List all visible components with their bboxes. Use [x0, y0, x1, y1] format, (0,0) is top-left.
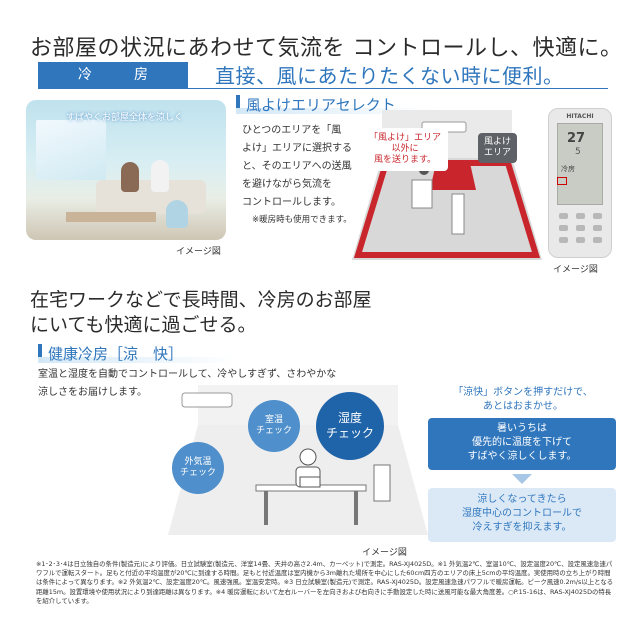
section2-headline: 在宅ワークなどで長時間、冷房のお部屋 にいても快適に過ごせる。: [30, 288, 372, 338]
room-photo: すばやくお部屋全体を涼しく: [26, 100, 226, 240]
humidity-check-line: チェック: [325, 426, 374, 440]
cool-phase-line: 涼しくなってきたら: [477, 494, 567, 505]
remote-button: [559, 237, 568, 243]
desk-leg: [264, 491, 268, 525]
chair: [373, 464, 391, 502]
ryoukai-heading: 「涼快」ボタンを押すだけで、 あとはおまかせ。: [428, 386, 618, 414]
section2-headline-line: にいても快適に過ごせる。: [30, 314, 257, 336]
feature1-body: ひとつのエリアを「風 よけ」エリアに選択する と、そのエリアへの送風 を避けなが…: [242, 122, 352, 212]
feature1-body-line: と、そのエリアへの送風: [242, 161, 352, 172]
humidity-check-circle: 湿度 チェック: [316, 392, 384, 460]
feature2-bar: [38, 344, 42, 362]
feature2-body: 室温と湿度を自動でコントロールして、冷やしすぎず、さわやかな 涼しさをお届けしま…: [38, 366, 428, 402]
cool-phase-line: 冷えすぎを抑えます。: [472, 522, 572, 533]
photo-caption: すばやくお部屋全体を涼しく: [66, 113, 184, 123]
page-headline: お部屋の状況にあわせて気流を コントロールし、快適に。: [30, 36, 623, 61]
hot-phase-line: 暑いうちは: [497, 423, 547, 434]
zone-callout: 「風よけ」エリア 以外に 風を送ります。: [362, 128, 449, 171]
photo-table: [66, 212, 156, 222]
photo-window: [36, 120, 106, 180]
remote-button: [559, 213, 568, 219]
feature2-underline: [38, 357, 238, 363]
remote-mode: 冷房: [561, 165, 575, 173]
remote-button: [593, 225, 602, 231]
diagram1-image-note: イメージ図: [553, 265, 598, 275]
ryoukai-heading-line: 「涼快」ボタンを押すだけで、: [453, 387, 593, 398]
diagram2-image-note: イメージ図: [362, 548, 407, 558]
airflow-zone-outline: [353, 160, 541, 258]
room-temp-check-circle: 室温 チェック: [248, 400, 300, 452]
footnote: ※1･2･3･4は日立独自の条件(製造元)により評価。日立試験室(製造元、洋室1…: [36, 560, 614, 605]
photo-person: [151, 160, 169, 192]
remote-screen: [557, 123, 603, 205]
air-conditioner-unit: [181, 392, 233, 408]
feature1-underline: [236, 108, 436, 114]
wind-avoid-callout-line: エリア: [484, 148, 512, 158]
feature1-title: 風よけエリアセレクト: [246, 96, 396, 114]
remote-brand: HITACHI: [566, 113, 594, 120]
zone-callout-line: 「風よけ」エリア: [369, 133, 442, 143]
remote-temperature-small: 5: [575, 147, 581, 157]
room-floor: [352, 158, 542, 260]
humidity-check-line: 湿度: [337, 411, 362, 425]
feature2-title: 健康冷房［涼 快］: [48, 345, 184, 363]
feature1-note: ※暖房時も使用できます。: [252, 215, 352, 225]
cool-phase-line: 湿度中心のコントロールで: [462, 508, 582, 519]
remote-button: [576, 225, 585, 231]
remote-button: [559, 225, 568, 231]
remote-zone-indicator: [557, 177, 567, 185]
section-divider: [38, 88, 608, 89]
feature1-body-line: よけ」エリアに選択する: [242, 143, 352, 154]
outdoor-temp-check-circle: 外気温 チェック: [172, 442, 224, 494]
ryoukai-heading-line: あとはおまかせ。: [483, 401, 563, 412]
feature1-bar: [236, 95, 240, 113]
remote-temperature: 27: [567, 131, 586, 146]
room-temp-check-line: チェック: [255, 426, 292, 436]
outdoor-temp-check-line: 外気温: [184, 457, 212, 467]
photo-child: [166, 200, 188, 228]
photo-image-note: イメージ図: [176, 247, 221, 257]
wind-avoid-callout: 風よけ エリア: [478, 133, 518, 163]
wind-avoid-callout-line: 風よけ: [484, 137, 512, 147]
zone-callout-line: 以外に: [391, 144, 419, 154]
remote-button: [593, 213, 602, 219]
section2-headline-line: 在宅ワークなどで長時間、冷房のお部屋: [30, 289, 372, 311]
remote-button: [576, 213, 585, 219]
cool-phase-box: 涼しくなってきたら 湿度中心のコントロールで 冷えすぎを抑えます。: [428, 488, 616, 542]
arrow-down-icon: [512, 474, 532, 484]
zone-callout-line: 風を送ります。: [373, 155, 437, 165]
feature2-body-line: 涼しさをお届けします。: [38, 387, 147, 398]
outdoor-temp-check-line: チェック: [179, 468, 216, 478]
remote-button: [576, 237, 585, 243]
feature1-body-line: ひとつのエリアを「風: [242, 125, 342, 136]
person-head: [299, 448, 317, 466]
laptop: [299, 476, 321, 488]
feature1-body-line: コントロールします。: [242, 197, 341, 208]
hot-phase-line: すばやく涼しくします。: [467, 451, 577, 462]
feature1-body-line: を避けながら気流を: [242, 179, 332, 190]
hot-phase-box: 暑いうちは 優先的に温度を下げて すばやく涼しくします。: [428, 418, 616, 470]
dining-table: [451, 193, 465, 235]
mode-badge-cooling: 冷 房: [38, 62, 188, 88]
room-temp-check-line: 室温: [264, 415, 283, 425]
hot-phase-line: 優先的に温度を下げて: [472, 437, 572, 448]
remote-control: HITACHI 27 5 冷房: [548, 108, 612, 258]
feature2-body-line: 室温と湿度を自動でコントロールして、冷やしすぎず、さわやかな: [38, 369, 337, 380]
sub-headline: 直接、風にあたりたくない時に便利。: [215, 64, 564, 88]
desk-leg: [354, 491, 358, 525]
photo-person: [121, 162, 139, 192]
remote-button: [593, 237, 602, 243]
desk: [411, 179, 433, 209]
